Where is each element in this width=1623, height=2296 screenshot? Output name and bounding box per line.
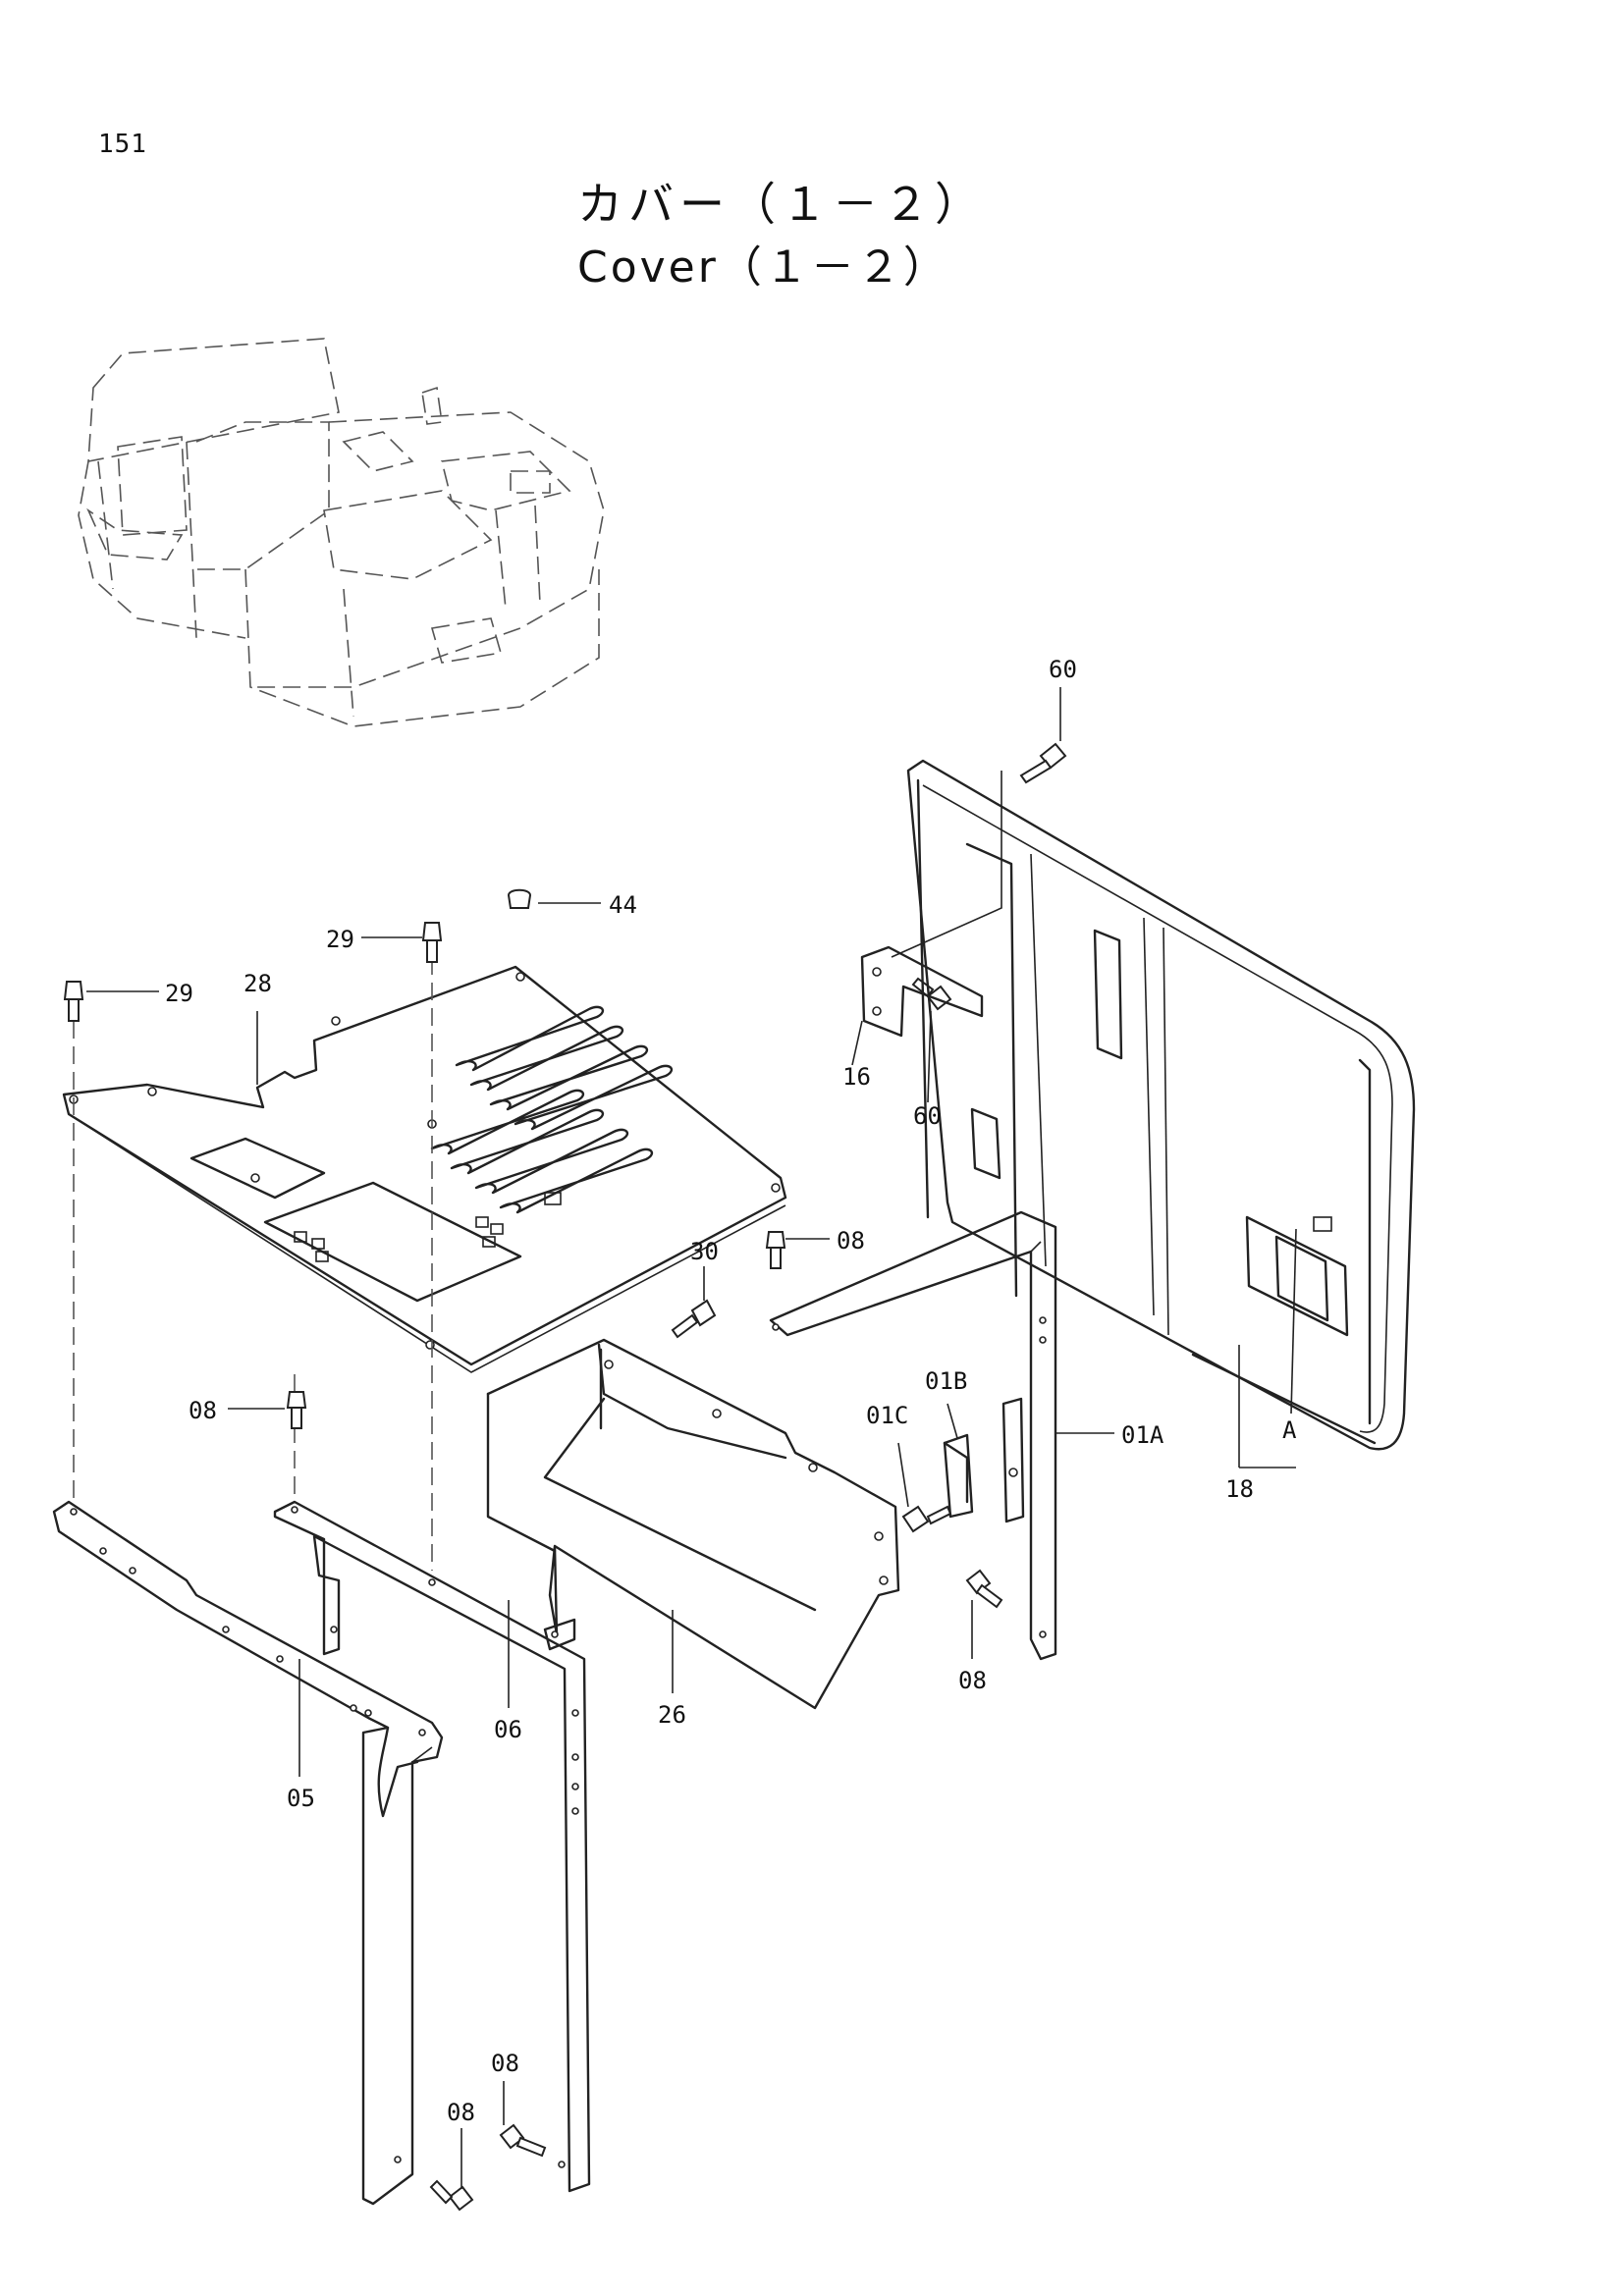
callout-06: 06 <box>494 1716 522 1743</box>
part-28-top-plate <box>62 965 787 1373</box>
callout-labels: 60 44 29 29 28 16 60 08 30 01B 01C 01A A… <box>165 656 1297 2126</box>
callout-28: 28 <box>243 970 272 997</box>
callout-08-lower-right: 08 <box>958 1667 987 1694</box>
bolts <box>63 742 1067 2212</box>
callout-44: 44 <box>609 891 637 919</box>
callout-60-lower: 60 <box>913 1102 942 1130</box>
callout-29-left: 29 <box>165 980 193 1007</box>
callout-08-upper-right: 08 <box>837 1227 865 1255</box>
callout-18: 18 <box>1225 1475 1254 1503</box>
title-english: Cover（１－２） <box>577 242 949 293</box>
callout-16: 16 <box>842 1063 871 1091</box>
callout-08-bottom-right: 08 <box>491 2050 519 2077</box>
callout-08-bottom-left: 08 <box>447 2099 475 2126</box>
title-japanese: カバー（１－２） <box>577 178 986 231</box>
part-01B-bracket <box>943 1397 1025 1523</box>
part-16-hinge-bracket <box>860 771 1002 1038</box>
callout-08-mid-left: 08 <box>189 1397 217 1424</box>
part-06-frame <box>273 1500 591 2193</box>
part-05-frame <box>52 1500 444 2206</box>
part-18-side-door <box>906 759 1416 1451</box>
callout-01B: 01B <box>925 1367 967 1395</box>
part-01A-bracket <box>769 1210 1057 1661</box>
callout-26: 26 <box>658 1701 686 1729</box>
callout-05: 05 <box>287 1785 315 1812</box>
callout-29-center: 29 <box>326 926 354 953</box>
leader-lines <box>86 687 1297 2189</box>
callout-01C: 01C <box>866 1402 908 1429</box>
callout-A: A <box>1282 1416 1297 1444</box>
callout-01A: 01A <box>1121 1421 1164 1449</box>
excavator-overview <box>78 338 605 727</box>
callout-30: 30 <box>690 1238 719 1265</box>
part-26-cover <box>486 1338 900 1710</box>
callout-60-top: 60 <box>1049 656 1077 683</box>
page-number: 151 <box>98 130 147 159</box>
